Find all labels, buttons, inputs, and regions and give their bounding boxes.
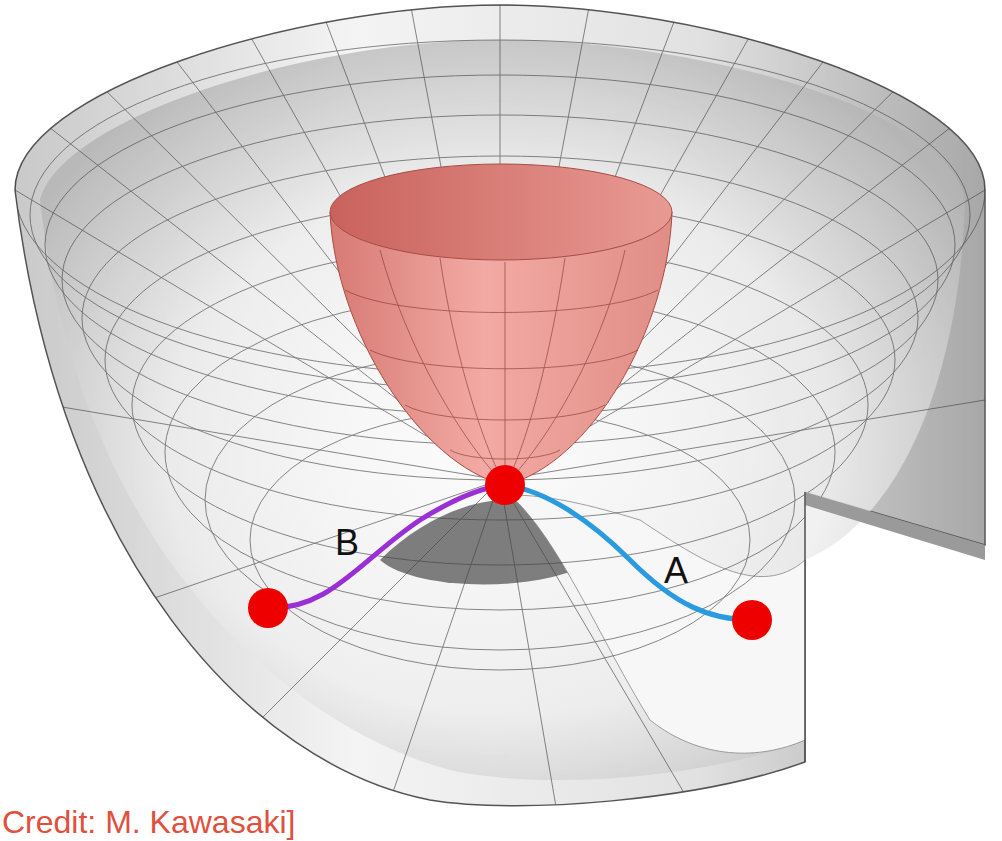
cut-edge (805, 492, 985, 560)
path-a (505, 485, 752, 620)
front-slope (510, 495, 805, 753)
path-label: B (335, 525, 359, 561)
state-dot (485, 465, 525, 505)
surface-grid (15, 0, 985, 830)
cut-edge (804, 492, 806, 762)
credit-note: Credit: M. Kawasaki] (2, 806, 295, 838)
hump-top (330, 164, 672, 260)
state-dot (732, 600, 772, 640)
state-dot (248, 588, 288, 628)
bowl-inner (40, 40, 965, 780)
hump-grid (345, 250, 658, 485)
path-label: A (664, 553, 688, 589)
path-b (268, 485, 505, 608)
